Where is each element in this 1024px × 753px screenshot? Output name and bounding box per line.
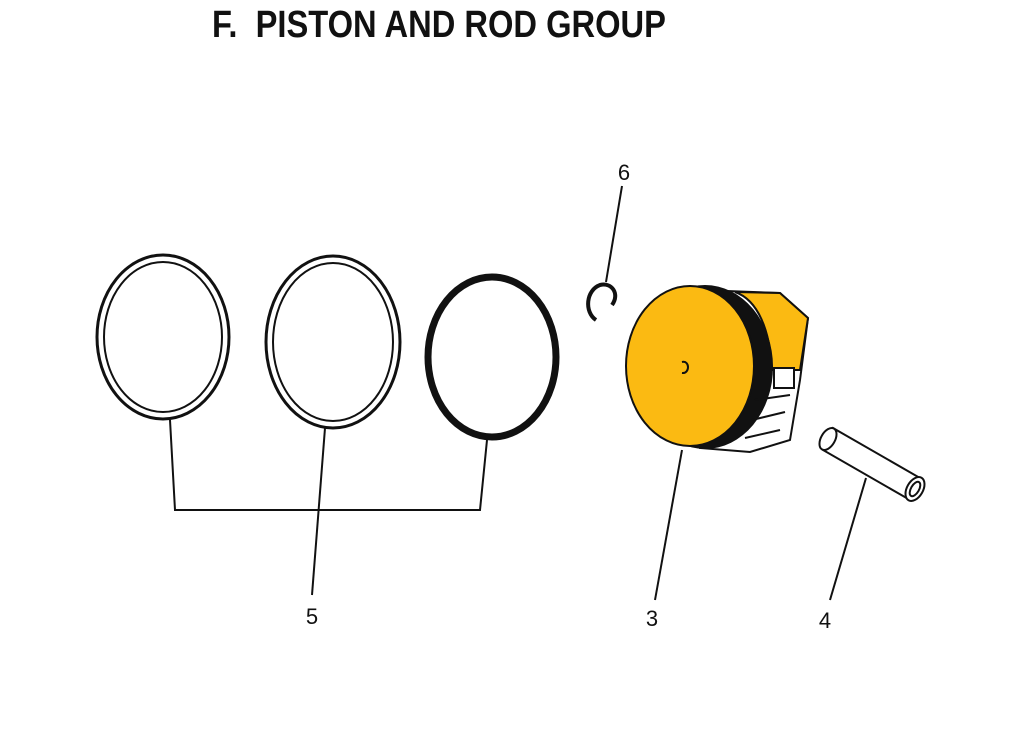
callout-3: 3 bbox=[646, 606, 658, 631]
piston-ring-2 bbox=[264, 254, 402, 430]
piston-pin-clip bbox=[586, 282, 618, 322]
pin-leader-line bbox=[829, 477, 867, 601]
piston bbox=[625, 285, 810, 454]
piston-pin bbox=[818, 426, 926, 502]
clip-leader-line bbox=[605, 185, 623, 283]
piston-ring-3 bbox=[424, 273, 560, 441]
diagram-title: F. PISTON AND ROD GROUP bbox=[212, 4, 666, 46]
callout-5: 5 bbox=[306, 604, 318, 629]
rings-leader-lines bbox=[169, 419, 488, 596]
piston-ring-1 bbox=[95, 253, 231, 421]
piston-leader-line bbox=[654, 449, 683, 601]
callout-6: 6 bbox=[618, 160, 630, 185]
callout-4: 4 bbox=[819, 608, 831, 633]
